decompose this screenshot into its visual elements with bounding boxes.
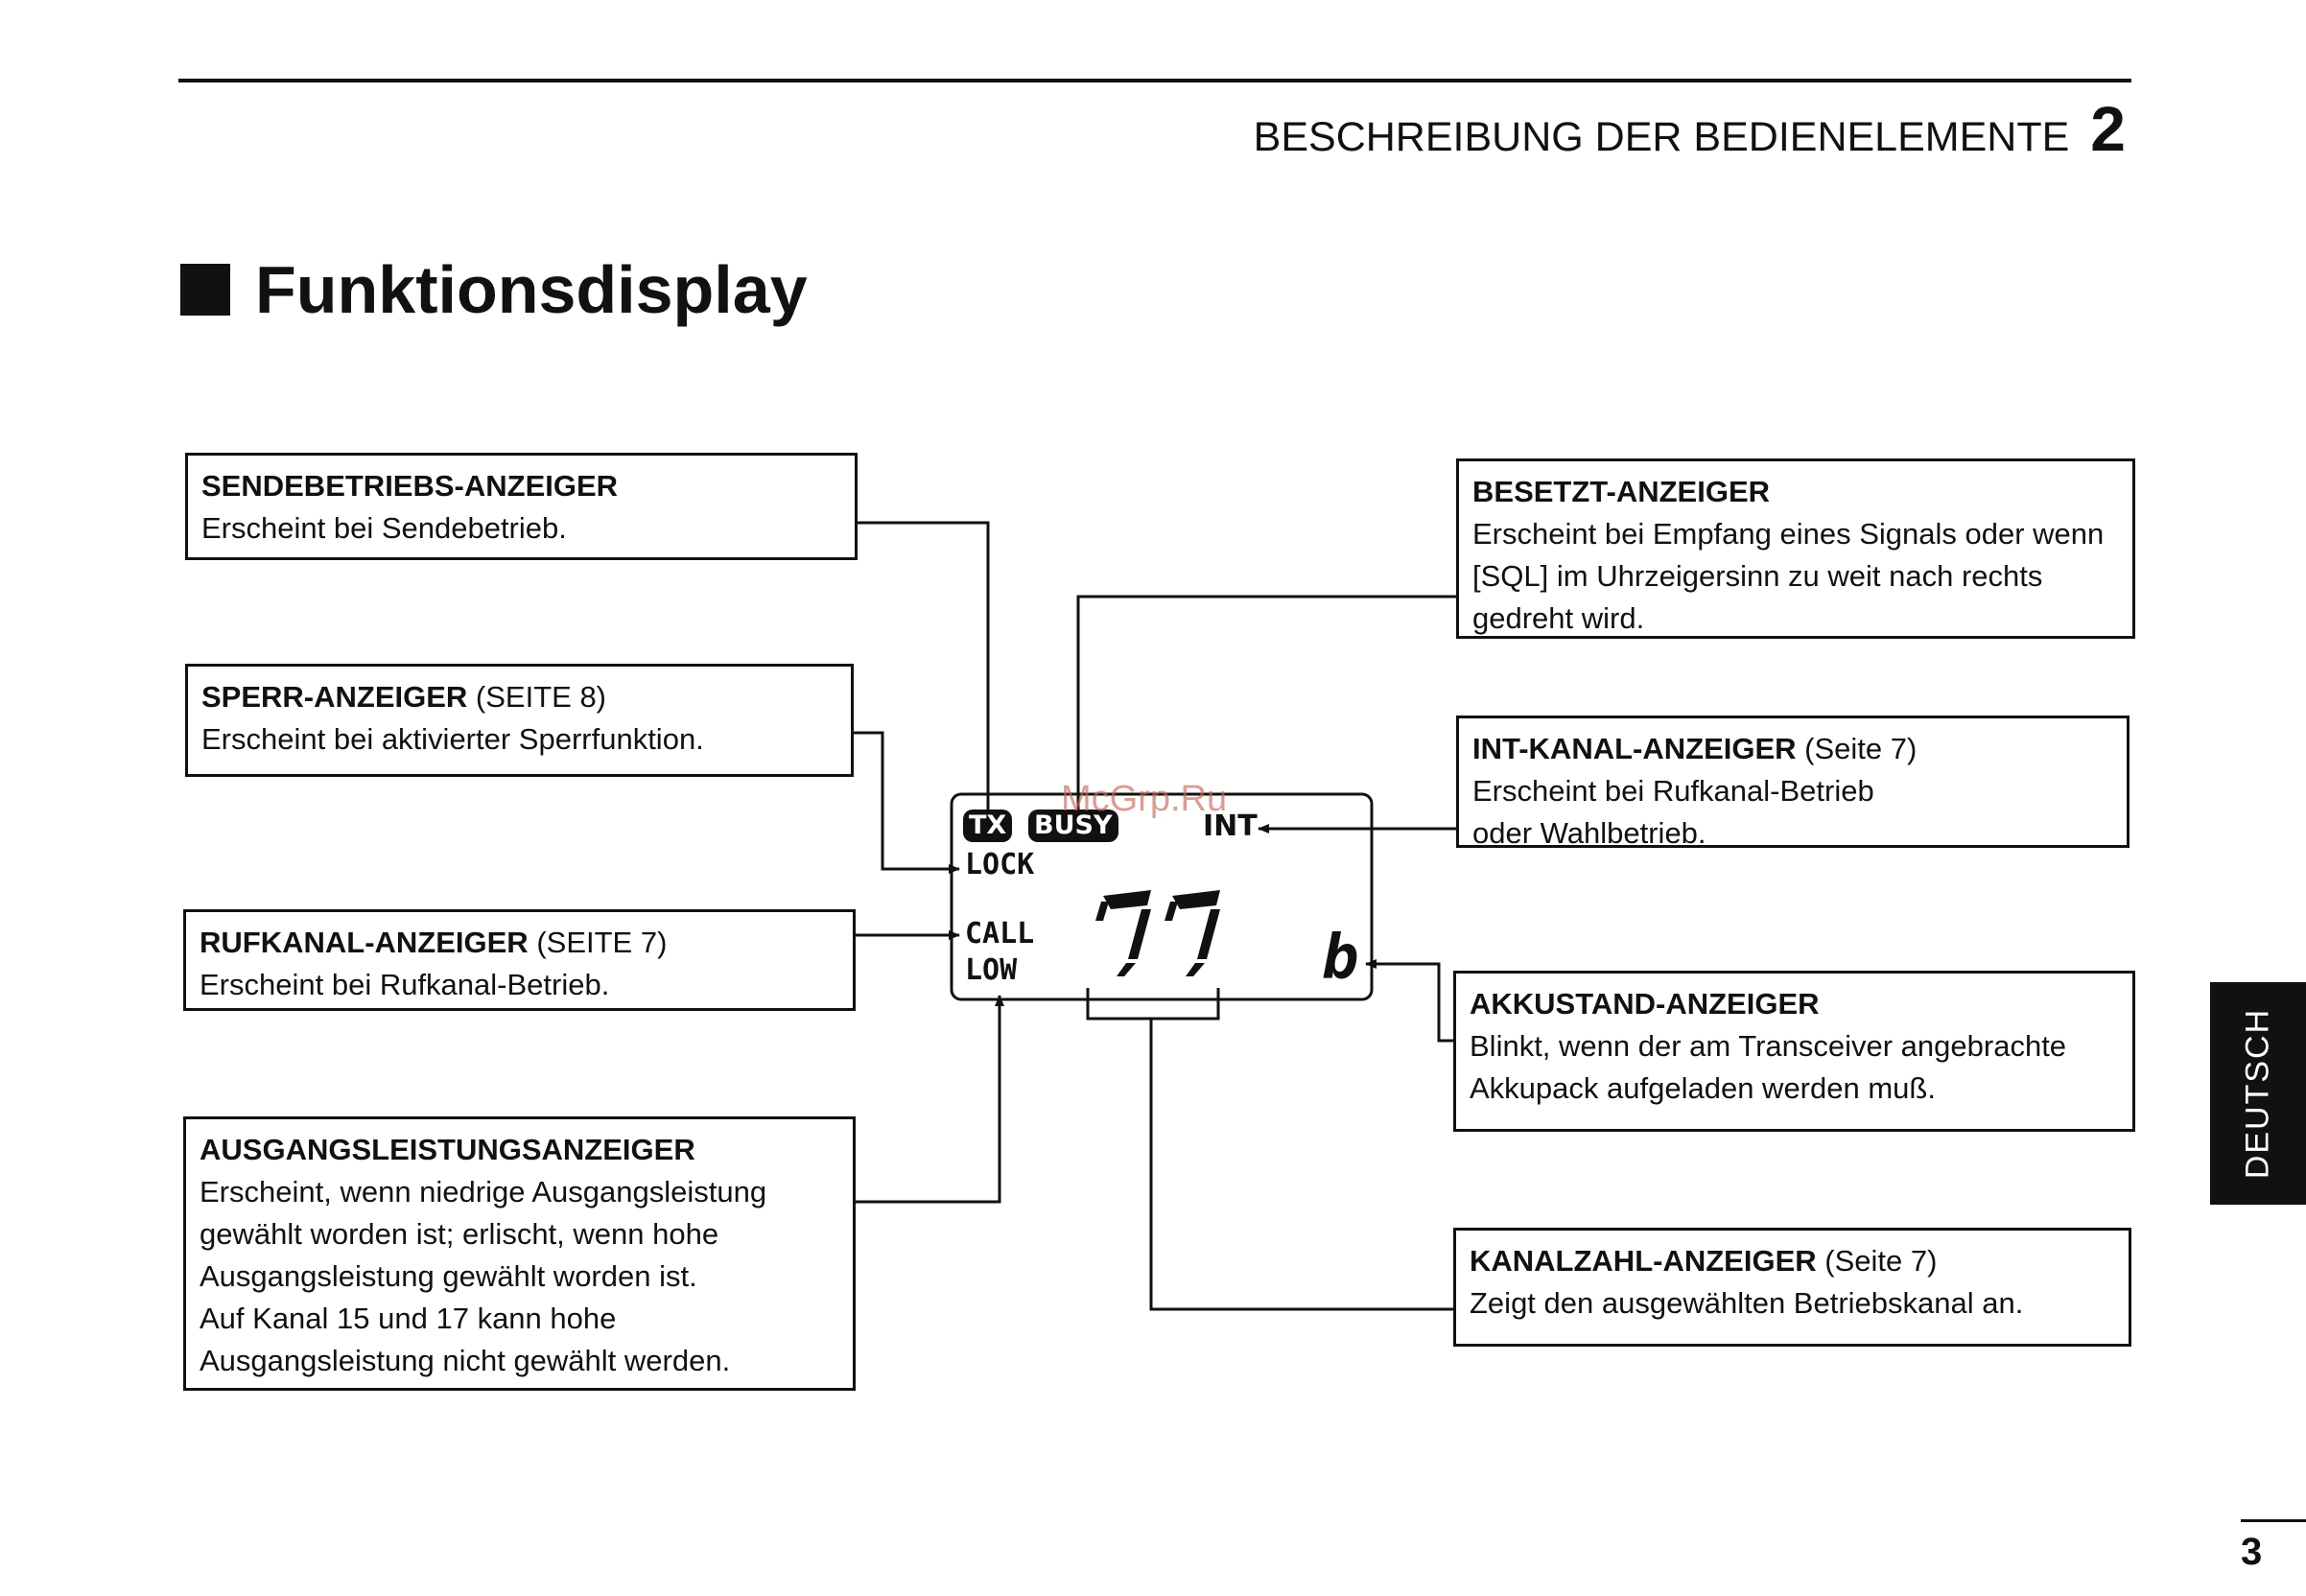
page-number: 3 [2241, 1531, 2263, 1573]
section-title: Funktionsdisplay [255, 252, 808, 327]
box-title: AKKUSTAND-ANZEIGER [1470, 987, 1820, 1021]
page-header: BESCHREIBUNG DER BEDIENELEMENTE 2 [1254, 92, 2126, 165]
box-ausgang: AUSGANGSLEISTUNGSANZEIGER Erscheint, wen… [183, 1116, 856, 1391]
box-title: SPERR-ANZEIGER [201, 680, 468, 714]
box-line: Zeigt den ausgewählten Betriebskanal an. [1470, 1286, 2024, 1320]
box-line: Erscheint bei aktivierter Sperrfunktion. [201, 722, 704, 756]
box-akku: AKKUSTAND-ANZEIGER Blinkt, wenn der am T… [1453, 971, 2135, 1132]
watermark: McGrp.Ru [1061, 779, 1228, 819]
chapter-number: 2 [2090, 93, 2126, 164]
box-kanalzahl: KANALZAHL-ANZEIGER (Seite 7) Zeigt den a… [1453, 1228, 2131, 1347]
lcd-frame [950, 792, 1374, 1001]
tx-indicator: TX [963, 810, 1013, 842]
language-tab: DEUTSCH [2210, 982, 2306, 1205]
box-line: Erscheint bei Empfang eines Signals oder… [1472, 517, 2105, 551]
box-ref: (SEITE 7) [528, 926, 668, 959]
box-besetzt: BESETZT-ANZEIGER Erscheint bei Empfang e… [1456, 458, 2135, 639]
busy-indicator: BUSY [1028, 810, 1118, 842]
box-sperr: SPERR-ANZEIGER (SEITE 8) Erscheint bei a… [185, 664, 854, 777]
box-line: Ausgangsleistung gewählt worden ist. [200, 1259, 697, 1293]
box-line: Erscheint, wenn niedrige Ausgangsleistun… [200, 1175, 767, 1209]
int-indicator: INT [1203, 810, 1258, 843]
box-line: Auf Kanal 15 und 17 kann hohe [200, 1302, 617, 1335]
box-rufkanal: RUFKANAL-ANZEIGER (SEITE 7) Erscheint be… [183, 909, 856, 1011]
box-line: oder Wahlbetrieb. [1472, 816, 1706, 850]
box-title: BESETZT-ANZEIGER [1472, 475, 1771, 508]
box-ref: (SEITE 8) [467, 680, 607, 714]
battery-indicator: b [1322, 923, 1359, 994]
header-title: BESCHREIBUNG DER BEDIENELEMENTE [1253, 114, 2070, 160]
language-tab-label: DEUTSCH [2239, 1007, 2276, 1180]
box-line: Akkupack aufgeladen werden muß. [1470, 1071, 1936, 1105]
box-line: Erscheint bei Rufkanal-Betrieb [1472, 774, 1874, 808]
box-line: Erscheint bei Sendebetrieb. [201, 511, 567, 545]
box-title: RUFKANAL-ANZEIGER [200, 926, 529, 959]
box-intkanal: INT-KANAL-ANZEIGER (Seite 7) Erscheint b… [1456, 716, 2130, 850]
box-line: Erscheint bei Rufkanal-Betrieb. [200, 968, 610, 1001]
box-title: SENDEBETRIEBS-ANZEIGER [201, 469, 619, 503]
box-line: gedreht wird. [1472, 601, 1645, 635]
box-title: KANALZAHL-ANZEIGER [1470, 1244, 1817, 1278]
section-heading: Funktionsdisplay [180, 251, 808, 328]
box-line: Blinkt, wenn der am Transceiver angebrac… [1470, 1029, 2067, 1063]
box-title: INT-KANAL-ANZEIGER [1472, 732, 1797, 765]
box-line: Ausgangsleistung nicht gewählt werden. [200, 1344, 731, 1377]
page-number-rule [2241, 1519, 2306, 1522]
box-ref: (Seite 7) [1816, 1244, 1938, 1278]
top-rule [178, 79, 2131, 82]
channel-digits [1095, 890, 1220, 976]
box-line: gewählt worden ist; erlischt, wenn hohe [200, 1217, 719, 1251]
box-sendebetrieb: SENDEBETRIEBS-ANZEIGER Erscheint bei Sen… [185, 453, 858, 560]
box-ref: (Seite 7) [1796, 732, 1918, 765]
box-title: AUSGANGSLEISTUNGSANZEIGER [200, 1133, 695, 1166]
lock-indicator: LOCK [965, 848, 1035, 881]
call-indicator: CALL [965, 917, 1035, 951]
section-bullet [180, 264, 230, 316]
box-line: [SQL] im Uhrzeigersinn zu weit nach rech… [1472, 559, 2043, 593]
low-indicator: LOW [965, 953, 1018, 987]
